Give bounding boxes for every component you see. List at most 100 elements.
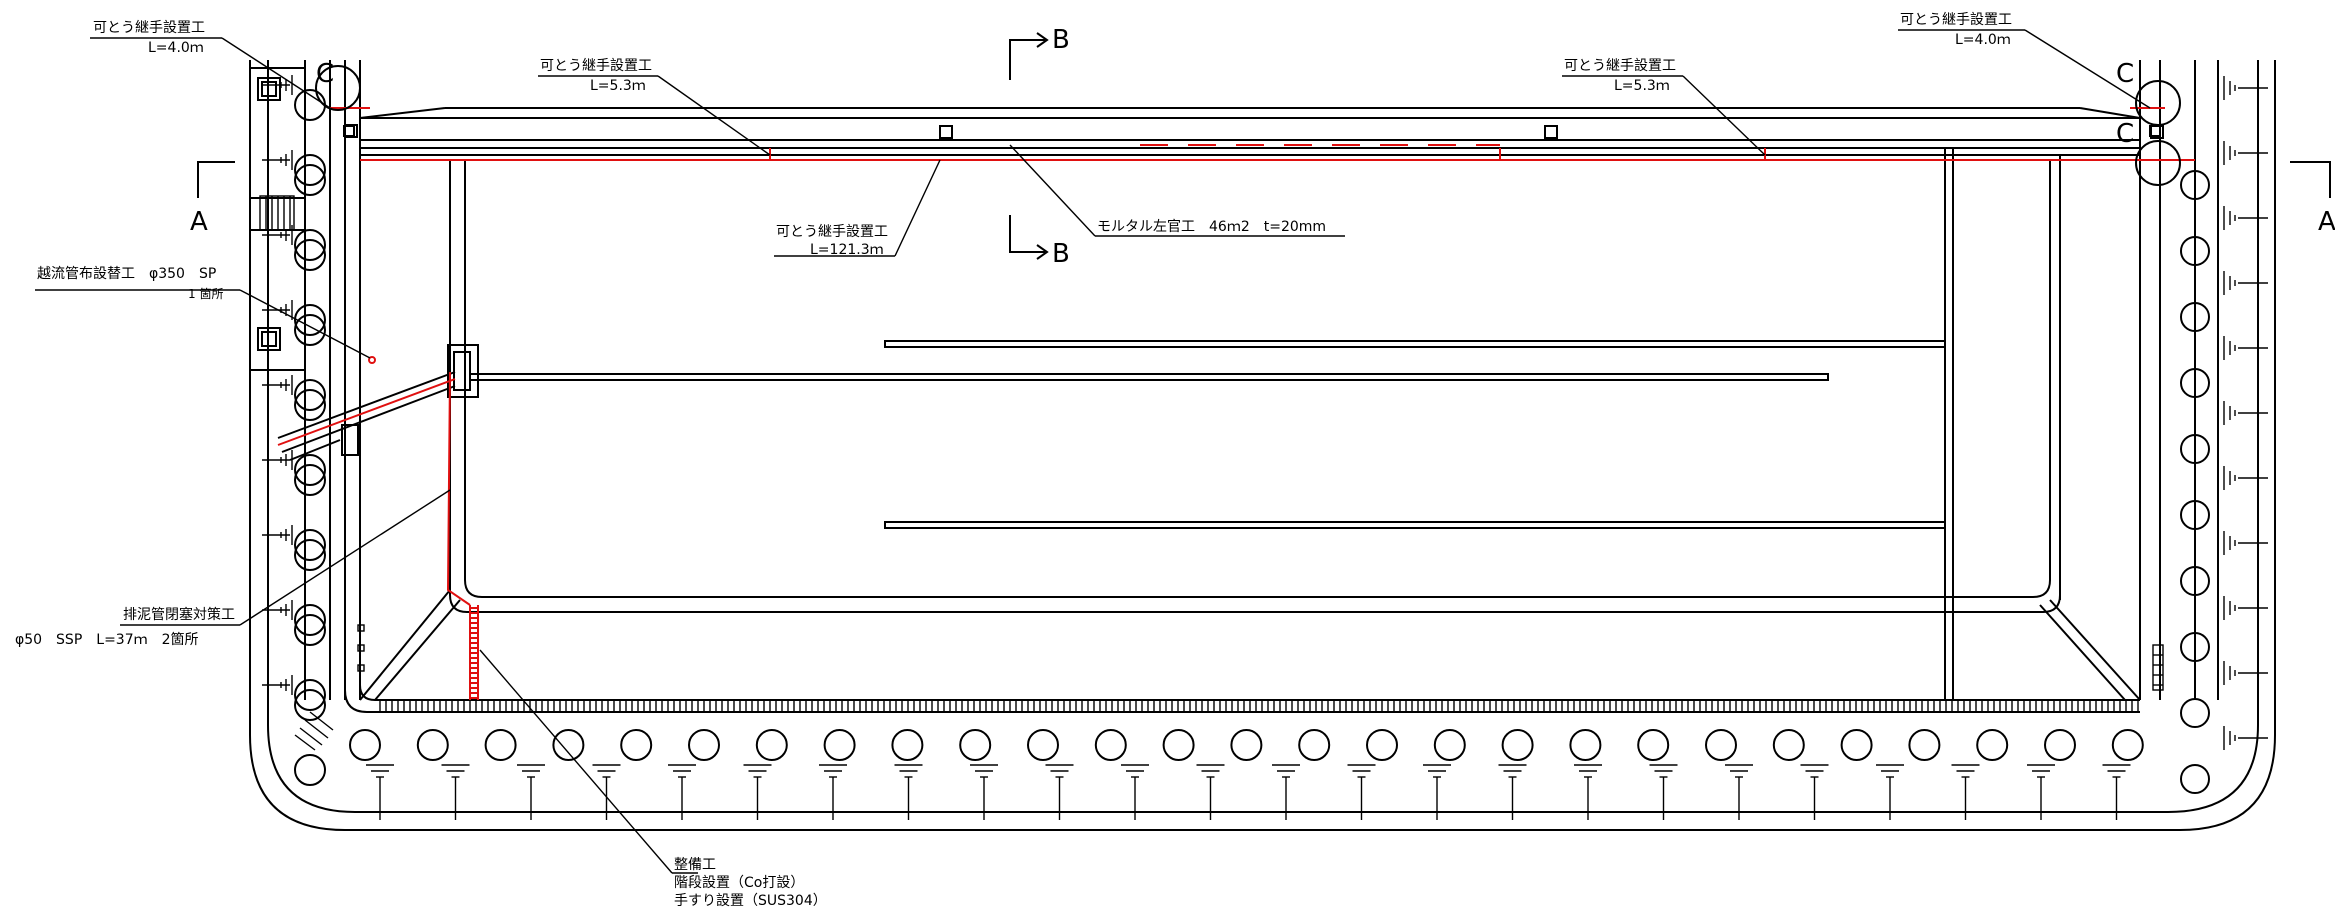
pile-circle [2180,236,2210,266]
joint-tl-len: L=4.0ｍ [148,40,204,56]
inlet-box [447,344,479,398]
inspection-hatch [939,125,953,139]
joint-tr-title: 可とう継手設置工 [1900,12,2012,28]
pile-circle [294,454,326,486]
pile-circle [294,379,326,411]
basin-chamfer [359,589,451,701]
drain-spec: φ50 SSP L=37ｍ 2箇所 [15,631,199,648]
overflow-pipe [281,385,456,453]
pile-circle [1569,729,1602,761]
inlet-box-inner [453,351,471,391]
pile-circle [294,304,326,336]
pile-circle [349,729,381,761]
pile-circle [294,464,326,496]
joint-mid-len: L=121.3ｍ [810,242,884,258]
drain-red-line [446,371,471,606]
pile-circle [1027,729,1059,761]
pile-circle [294,164,326,196]
section-b-bottom-arrow [1036,244,1049,260]
overflow-title: 越流管布設替工 φ350 SP [37,266,216,282]
pile-circle [294,614,326,646]
pile-marks-bottom [366,764,2131,820]
overflow-pipe [277,371,456,439]
pile-circle [1501,729,1534,761]
drain-title: 排泥管閉塞対策工 [123,606,235,623]
pile-circle [2180,170,2210,200]
small-marker [357,664,365,672]
joint-top-left-title: 可とう継手設置工 [540,58,652,74]
basin-chamfer [2049,599,2141,701]
pile-circle [2180,764,2210,794]
maint-line2: 手すり設置（SUS304） [674,893,827,909]
section-b-bottom-mark [1009,215,1045,253]
joint-circle [315,65,361,111]
left-box-inner [261,81,277,97]
pile-circle [2044,729,2076,761]
pile-circle [1976,729,2009,761]
overflow-count: 1 箇所 [188,287,223,301]
section-b-bottom-label: B [1052,239,1070,269]
pile-circle [2111,729,2144,761]
outer-wall [249,60,2276,831]
joint-square [2150,125,2164,139]
pile-circle [1162,729,1195,761]
pile-circle [2180,698,2210,728]
pile-circle [1366,729,1398,761]
section-a-left-mark [197,161,235,198]
basin-chamfer [374,599,461,701]
top-beam-chamfer [359,107,446,119]
left-box [257,327,281,351]
joint-circle [2135,140,2181,186]
left-box [257,77,281,101]
mortar-label: モルタル左官工 46ｍ2 t=20mm [1097,219,1326,235]
overflow-pipe [289,439,341,461]
piles-left [294,89,326,786]
baffle [884,340,1946,348]
small-box [344,124,358,138]
pile-circle [823,729,856,761]
maint-title: 整備工 [674,857,716,873]
section-c-right-label2: C [2116,119,2134,149]
joint-mid-title: 可とう継手設置工 [776,224,888,240]
pile-marks-right [2223,76,2268,750]
pile-circle [2180,500,2210,530]
corner-hatch [294,711,334,751]
pile-circle [755,729,788,761]
joint-tr-len: L=4.0ｍ [1955,32,2011,48]
pile-circle [1705,729,1737,761]
small-marker [357,624,365,632]
joint-top-right-title: 可とう継手設置工 [1564,58,1676,74]
overflow-marker [368,356,376,364]
pile-circle [294,689,326,721]
pile-circle [1094,729,1127,761]
section-b-top-mark [1009,39,1045,80]
piles-right [2180,170,2210,794]
pile-circle [294,529,326,561]
joint-top-left-len: L=5.3ｍ [590,78,646,94]
pile-circle [688,729,720,761]
pile-circle [1230,729,1263,761]
pile-circle [484,729,517,761]
pile-circle [294,604,326,636]
pile-circle [1298,729,1331,761]
joint-tl-title: 可とう継手設置工 [93,20,205,36]
stair-red [469,605,479,700]
pile-circle [294,754,326,786]
pile-circle [294,229,326,261]
pile-circle [294,314,326,346]
section-a-right-label: A [2318,207,2335,237]
pile-circle [294,239,326,271]
overflow-pipe-red [277,378,456,446]
baffle [884,521,1946,529]
piles-bottom [349,729,2144,761]
pile-circle [2180,632,2210,662]
pile-circle [294,389,326,421]
tank-wall-inner [359,155,2140,701]
pile-circle [294,154,326,186]
pile-circle [552,729,585,761]
pile-circle [2180,368,2210,398]
joint-top-right-len: L=5.3ｍ [1614,78,1670,94]
section-a-left-label: A [190,207,208,237]
bottom-hatch [379,700,2139,712]
